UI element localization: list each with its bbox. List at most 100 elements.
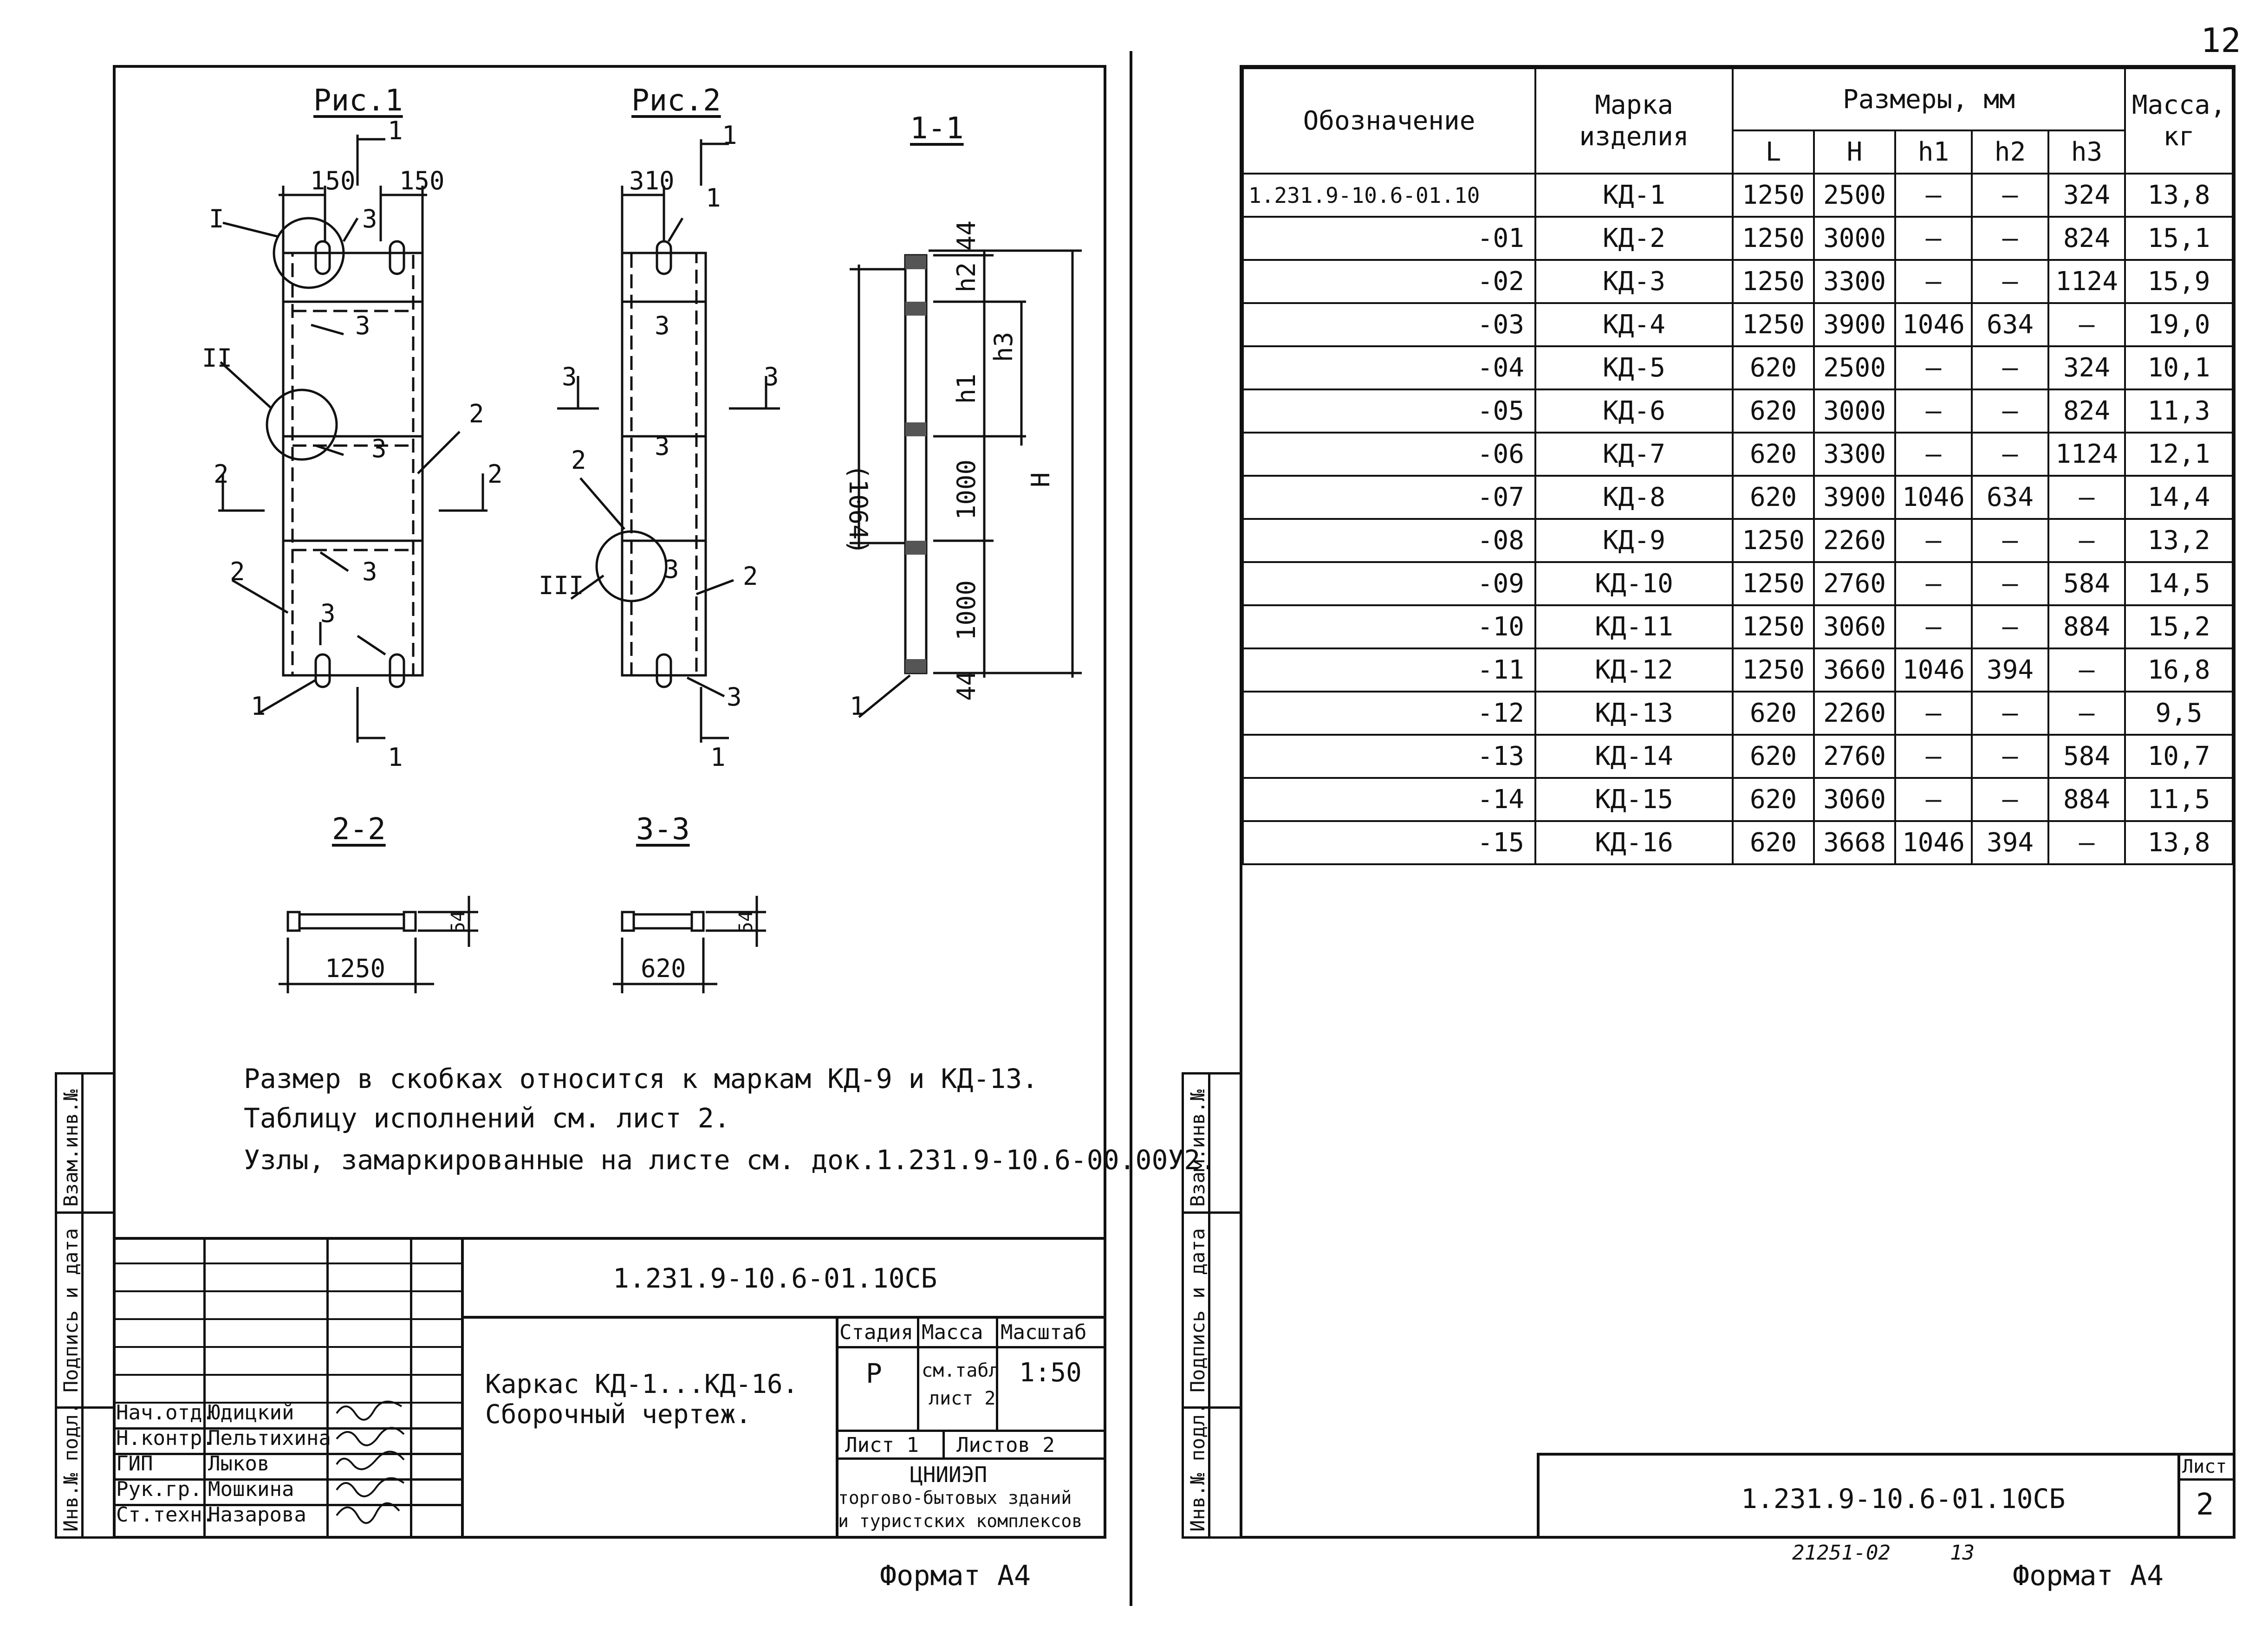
caption-sec33: 3-3 <box>636 812 690 847</box>
table-cell: КД-11 <box>1534 604 1734 649</box>
col-h1: h1 <box>1894 129 1973 175</box>
fig1-part-2: 2 <box>469 399 484 428</box>
fig1-part-3-c: 3 <box>362 557 377 586</box>
sig-name-1: Юдицкий <box>208 1401 294 1424</box>
table-cell: 620 <box>1732 820 1815 865</box>
col-mark: Марка изделия <box>1534 67 1734 175</box>
fig1-part-3-d: 3 <box>320 599 336 628</box>
table-cell: 16,8 <box>2124 647 2234 693</box>
right-doc-code: 1.231.9-10.6-01.10СБ <box>1741 1483 2066 1515</box>
sec11-h2: h2 <box>952 262 981 292</box>
note-2: Таблицу исполнений см. лист 2. <box>244 1102 730 1134</box>
left-side-stamp <box>81 1072 113 1539</box>
table-cell: 3000 <box>1813 388 1896 434</box>
table-cell: — <box>1971 388 2049 434</box>
table-cell: 15,9 <box>2124 259 2234 304</box>
table-cell: 13,8 <box>2124 820 2234 865</box>
fig1-dim-right: 150 <box>399 166 445 195</box>
table-cell: КД-15 <box>1534 777 1734 822</box>
table-cell: 620 <box>1732 345 1815 390</box>
side-stamp-sign-date: Подпись и дата <box>59 1228 82 1392</box>
fig2-sec-3-right: 3 <box>764 362 779 391</box>
note-1: Размер в скобках относится к маркам КД-9… <box>244 1063 1039 1094</box>
page-number: 12 <box>2201 21 2241 60</box>
fig1-part-1: 1 <box>251 692 266 721</box>
order-page: 13 <box>1950 1541 1975 1565</box>
org-line-2: торгово-бытовых зданий <box>838 1488 1072 1508</box>
fig2-part-3-d: 3 <box>727 682 742 712</box>
table-cell: — <box>1971 734 2049 779</box>
table-cell: КД-4 <box>1534 302 1734 347</box>
side-stamp-inv-podl: Инв.№ подл. <box>59 1402 82 1532</box>
table-cell: 1046 <box>1894 475 1973 520</box>
table-cell: КД-13 <box>1534 691 1734 736</box>
side-stamp-vzam: Взам.инв.№ <box>59 1089 82 1207</box>
sec33-width: 620 <box>641 954 686 983</box>
table-cell: 2260 <box>1813 691 1896 736</box>
fig1-node-2: II <box>202 343 232 373</box>
table-cell: 1046 <box>1894 302 1973 347</box>
sig-name-4: Мошкина <box>208 1477 294 1501</box>
caption-fig2: Рис.2 <box>631 84 721 118</box>
fig1-part-3-a: 3 <box>355 311 370 340</box>
table-cell: 1046 <box>1894 647 1973 693</box>
table-cell: 15,1 <box>2124 216 2234 261</box>
table-cell: 9,5 <box>2124 691 2234 736</box>
table-cell: 1.231.9-10.6-01.10 <box>1242 173 1536 218</box>
table-cell: 2500 <box>1813 345 1896 390</box>
fig1-sec-2-left: 2 <box>214 460 229 489</box>
table-cell: — <box>2047 820 2126 865</box>
table-cell: 3000 <box>1813 216 1896 261</box>
mass-value-1: см.табл <box>922 1360 1000 1381</box>
table-cell: — <box>1894 777 1973 822</box>
table-cell: — <box>2047 475 2126 520</box>
fig1-sec-2-right: 2 <box>487 460 503 489</box>
note-3: Узлы, замаркированные на листе см. док.1… <box>244 1144 1217 1176</box>
table-cell: -03 <box>1242 302 1536 347</box>
table-cell: — <box>1971 345 2049 390</box>
table-cell: КД-12 <box>1534 647 1734 693</box>
table-cell: -05 <box>1242 388 1536 434</box>
table-cell: 324 <box>2047 173 2126 218</box>
col-h2: h2 <box>1971 129 2049 175</box>
table-cell: 1250 <box>1732 604 1815 649</box>
table-cell: 884 <box>2047 777 2126 822</box>
table-cell: КД-7 <box>1534 432 1734 477</box>
table-cell: — <box>1894 734 1973 779</box>
table-cell: КД-5 <box>1534 345 1734 390</box>
table-cell: 2760 <box>1813 561 1896 606</box>
stage-value: Р <box>866 1358 882 1389</box>
sec11-h1: h1 <box>952 374 981 404</box>
table-cell: 620 <box>1732 388 1815 434</box>
right-sheet-label: Лист <box>2182 1456 2227 1477</box>
sec11-44-top: 44 <box>952 220 981 251</box>
signature-grid <box>113 1237 461 1539</box>
table-cell: — <box>2047 518 2126 563</box>
table-cell: 1124 <box>2047 432 2126 477</box>
sec11-h3: h3 <box>989 332 1018 362</box>
table-cell: 634 <box>1971 475 2049 520</box>
table-cell: 1250 <box>1732 216 1815 261</box>
table-cell: — <box>1971 432 2049 477</box>
table-cell: -04 <box>1242 345 1536 390</box>
fig1-dim-left: 150 <box>310 166 356 195</box>
sig-role-5: Ст.техн. <box>116 1503 214 1527</box>
table-cell: 3300 <box>1813 432 1896 477</box>
table-cell: 824 <box>2047 388 2126 434</box>
fig2-part-3-c: 3 <box>664 555 679 584</box>
fig2-dim-top: 310 <box>629 166 675 195</box>
table-cell: — <box>1894 216 1973 261</box>
fig2-cut-top: 1 <box>722 121 737 150</box>
right-format: Формат А4 <box>2013 1560 2164 1592</box>
fig1-part-3-top: 3 <box>362 204 377 233</box>
col-L: L <box>1732 129 1815 175</box>
table-cell: 3060 <box>1813 777 1896 822</box>
stage-label: Стадия <box>839 1321 913 1344</box>
sec11-bracket: (1064) <box>844 464 873 555</box>
